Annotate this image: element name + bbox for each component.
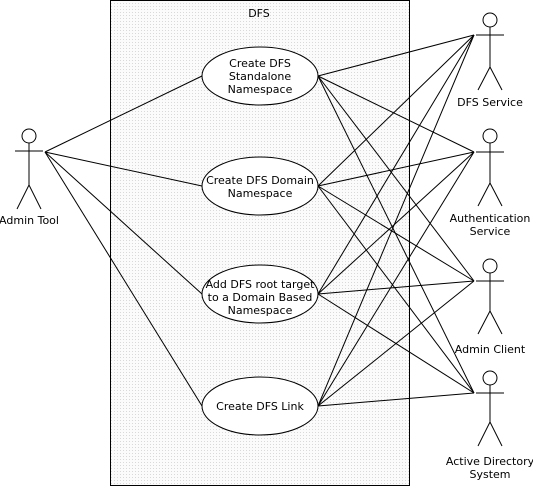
actor-label: Service: [470, 225, 511, 238]
stick-figure-icon: [476, 12, 504, 91]
stick-figure-icon: [476, 128, 504, 207]
use-case-create-link[interactable]: Create DFS Link: [201, 376, 319, 436]
use-case-label: Create DFS Link: [216, 400, 304, 413]
association-line: [317, 280, 475, 407]
actor-authentication-service[interactable]: Authentication Service: [450, 128, 531, 238]
association-line: [317, 185, 475, 394]
actor-label: Admin Tool: [0, 214, 59, 227]
actor-label: Authentication: [450, 212, 531, 225]
association-line: [44, 151, 203, 295]
actor-label: System: [469, 468, 510, 481]
use-case-label: Create DFS Domain: [206, 174, 314, 187]
use-case-label: Standalone: [229, 70, 291, 83]
association-line: [317, 34, 475, 407]
association-line: [317, 280, 475, 295]
association-line: [317, 34, 475, 77]
use-case-label: Namespace: [228, 304, 293, 317]
association-line: [317, 34, 475, 295]
use-case-create-domain[interactable]: Create DFS Domain Namespace: [201, 156, 319, 216]
actor-dfs-service[interactable]: DFS Service: [457, 12, 523, 109]
actor-label: Admin Client: [455, 343, 526, 356]
association-line: [317, 151, 475, 295]
association-line: [44, 75, 203, 153]
association-line: [317, 151, 475, 407]
use-case-label: to a Domain Based: [208, 291, 313, 304]
association-line: [317, 392, 475, 407]
use-case-label: Add DFS root target: [206, 278, 316, 291]
stick-figure-icon: [476, 258, 504, 335]
association-line: [317, 34, 475, 187]
use-case-label: Namespace: [228, 187, 293, 200]
actor-label: DFS Service: [457, 96, 523, 109]
use-case-label: Namespace: [228, 83, 293, 96]
use-case-create-standalone[interactable]: Create DFS Standalone Namespace: [201, 46, 319, 106]
use-case-add-root-target[interactable]: Add DFS root target to a Domain Based Na…: [201, 264, 319, 324]
association-line: [317, 185, 475, 282]
actor-admin-client[interactable]: Admin Client: [455, 258, 526, 356]
system-title: DFS: [248, 7, 270, 20]
actor-active-directory[interactable]: Active Directory System: [446, 370, 533, 481]
association-line: [317, 75, 475, 153]
use-case-label: Create DFS: [229, 57, 291, 70]
association-line: [44, 151, 203, 407]
stick-figure-icon: [15, 128, 43, 210]
actor-admin-tool[interactable]: Admin Tool: [0, 128, 59, 227]
association-line: [317, 75, 475, 394]
association-line: [44, 151, 203, 187]
association-line: [317, 151, 475, 187]
stick-figure-icon: [476, 370, 504, 447]
actor-label: Active Directory: [446, 455, 533, 468]
associations: [44, 34, 475, 407]
association-line: [317, 75, 475, 282]
